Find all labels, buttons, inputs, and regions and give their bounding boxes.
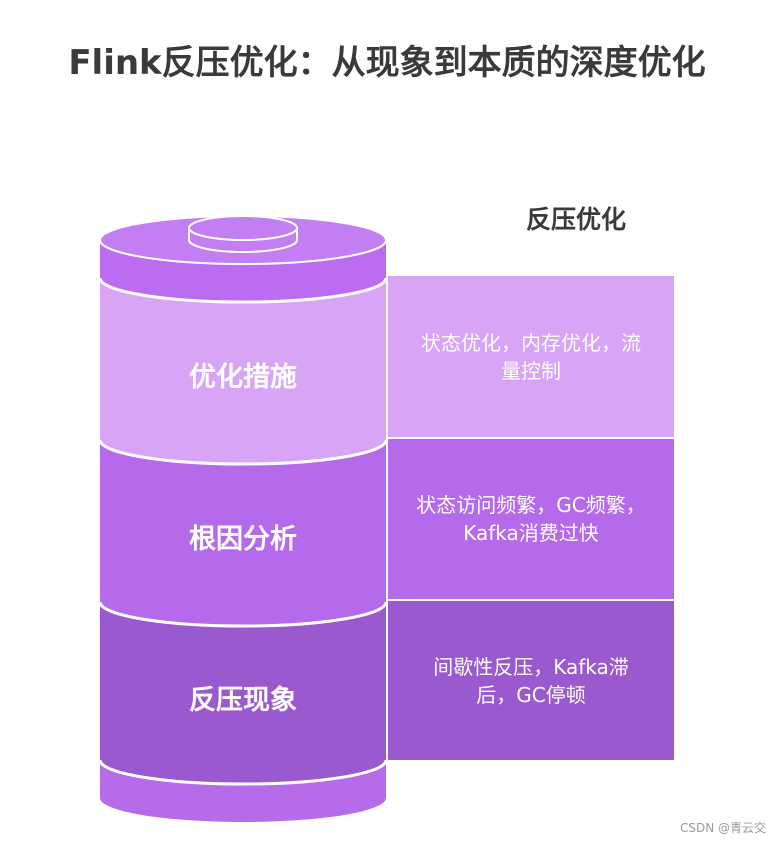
- separator-arc-4: [98, 759, 388, 786]
- separator-arc-3: [98, 601, 388, 628]
- layer-label-symptoms: 反压现象: [189, 685, 297, 716]
- desc-box-symptoms-bg: [388, 601, 674, 760]
- layer-label-measures: 优化措施: [189, 362, 297, 393]
- right-heading: 反压优化: [525, 205, 626, 234]
- watermark: CSDN @青云交: [679, 821, 766, 835]
- cylinder-knob-top: [188, 215, 298, 241]
- cylinder-layer-measures: [100, 278, 386, 464]
- desc-box-root-cause: 状态访问频繁，GC频繁，Kafka消费过快: [388, 439, 674, 599]
- desc-text-symptoms: 间歇性反压，Kafka滞后，GC停顿: [433, 654, 629, 707]
- separator-arc-2: [98, 439, 388, 466]
- separator-arc-1: [98, 277, 388, 304]
- desc-text-measures: 状态优化，内存优化，流量控制: [421, 330, 641, 383]
- cylinder-layer-root-cause: [100, 440, 386, 626]
- desc-text-root-cause: 状态访问频繁，GC频繁，Kafka消费过快: [416, 493, 646, 545]
- cylinder-bottom-band: [100, 760, 386, 822]
- desc-box-measures: 状态优化，内存优化，流量控制: [388, 276, 674, 437]
- cylinder-layer-symptoms: [100, 602, 386, 784]
- page-title: Flink反压优化：从现象到本质的深度优化: [68, 43, 706, 83]
- desc-box-root-cause-bg: [388, 439, 674, 599]
- layer-label-root-cause: 根因分析: [189, 524, 297, 555]
- desc-box-symptoms: 间歇性反压，Kafka滞后，GC停顿: [388, 601, 674, 760]
- desc-box-measures-bg: [388, 276, 674, 437]
